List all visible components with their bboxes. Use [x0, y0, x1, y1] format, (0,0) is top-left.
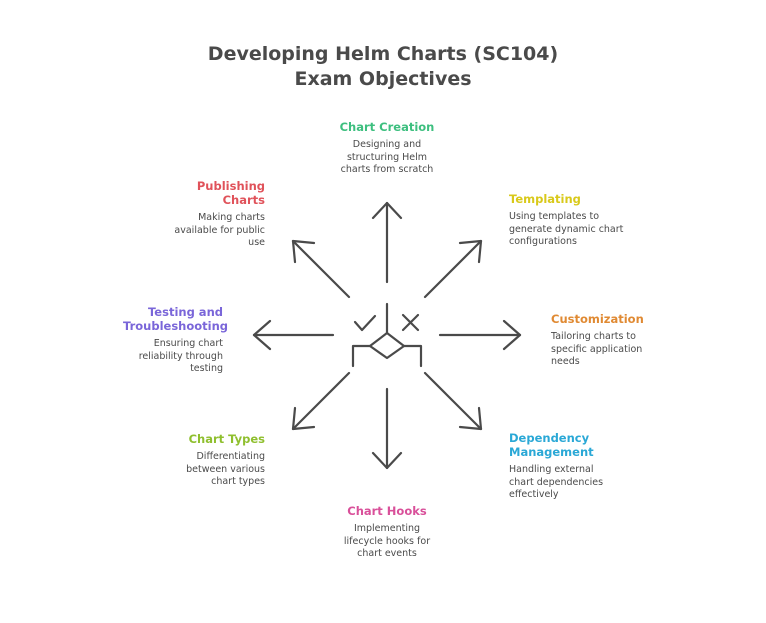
objective-heading: Publishing Charts [196, 179, 265, 207]
check-icon [353, 314, 377, 332]
objective-heading: Chart Creation [339, 120, 435, 134]
arrow-down-icon [371, 387, 403, 470]
objective-description: Implementing lifecycle hooks for chart e… [343, 523, 431, 559]
title-line-1: Developing Helm Charts (SC104) [207, 43, 559, 65]
arrow-up-right-icon [423, 239, 483, 299]
arrow-down-left-icon [291, 371, 351, 431]
objective-description: Making charts available for public use [174, 212, 265, 248]
objective-dependency-management: Dependency Management Handling external … [509, 431, 614, 502]
objective-heading: Templating [509, 192, 581, 206]
arrow-right-icon [438, 319, 522, 351]
arrow-left-icon [252, 319, 335, 351]
objective-templating: Templating Using templates to generate d… [509, 192, 624, 249]
objective-chart-creation: Chart Creation Designing and structuring… [317, 120, 457, 177]
objective-testing-troubleshooting: Testing and Troubleshooting Ensuring cha… [113, 305, 229, 376]
arrow-down-right-icon [423, 371, 483, 431]
objective-heading: Customization [551, 312, 644, 326]
objective-heading: Dependency Management [509, 431, 594, 459]
decision-diamond-icon [351, 302, 423, 368]
objective-description: Tailoring charts to specific application… [551, 331, 643, 367]
diagram-title: Developing Helm Charts (SC104) Exam Obje… [0, 42, 766, 92]
objective-customization: Customization Tailoring charts to specif… [551, 312, 651, 369]
objective-description: Handling external chart dependencies eff… [509, 464, 604, 500]
arrow-up-icon [371, 201, 403, 284]
objective-publishing-charts: Publishing Charts Making charts availabl… [165, 179, 265, 250]
objective-heading: Testing and Troubleshooting [123, 305, 229, 333]
objective-chart-hooks: Chart Hooks Implementing lifecycle hooks… [317, 504, 457, 561]
objective-heading: Chart Types [188, 432, 265, 446]
arrow-up-left-icon [291, 239, 351, 299]
objective-description: Using templates to generate dynamic char… [509, 211, 624, 247]
objective-description: Ensuring chart reliability through testi… [138, 338, 223, 374]
objective-description: Differentiating between various chart ty… [186, 451, 265, 487]
title-line-2: Exam Objectives [294, 68, 472, 90]
objective-heading: Chart Hooks [347, 504, 427, 518]
objective-description: Designing and structuring Helm charts fr… [340, 139, 434, 175]
objective-chart-types: Chart Types Differentiating between vari… [170, 432, 265, 489]
